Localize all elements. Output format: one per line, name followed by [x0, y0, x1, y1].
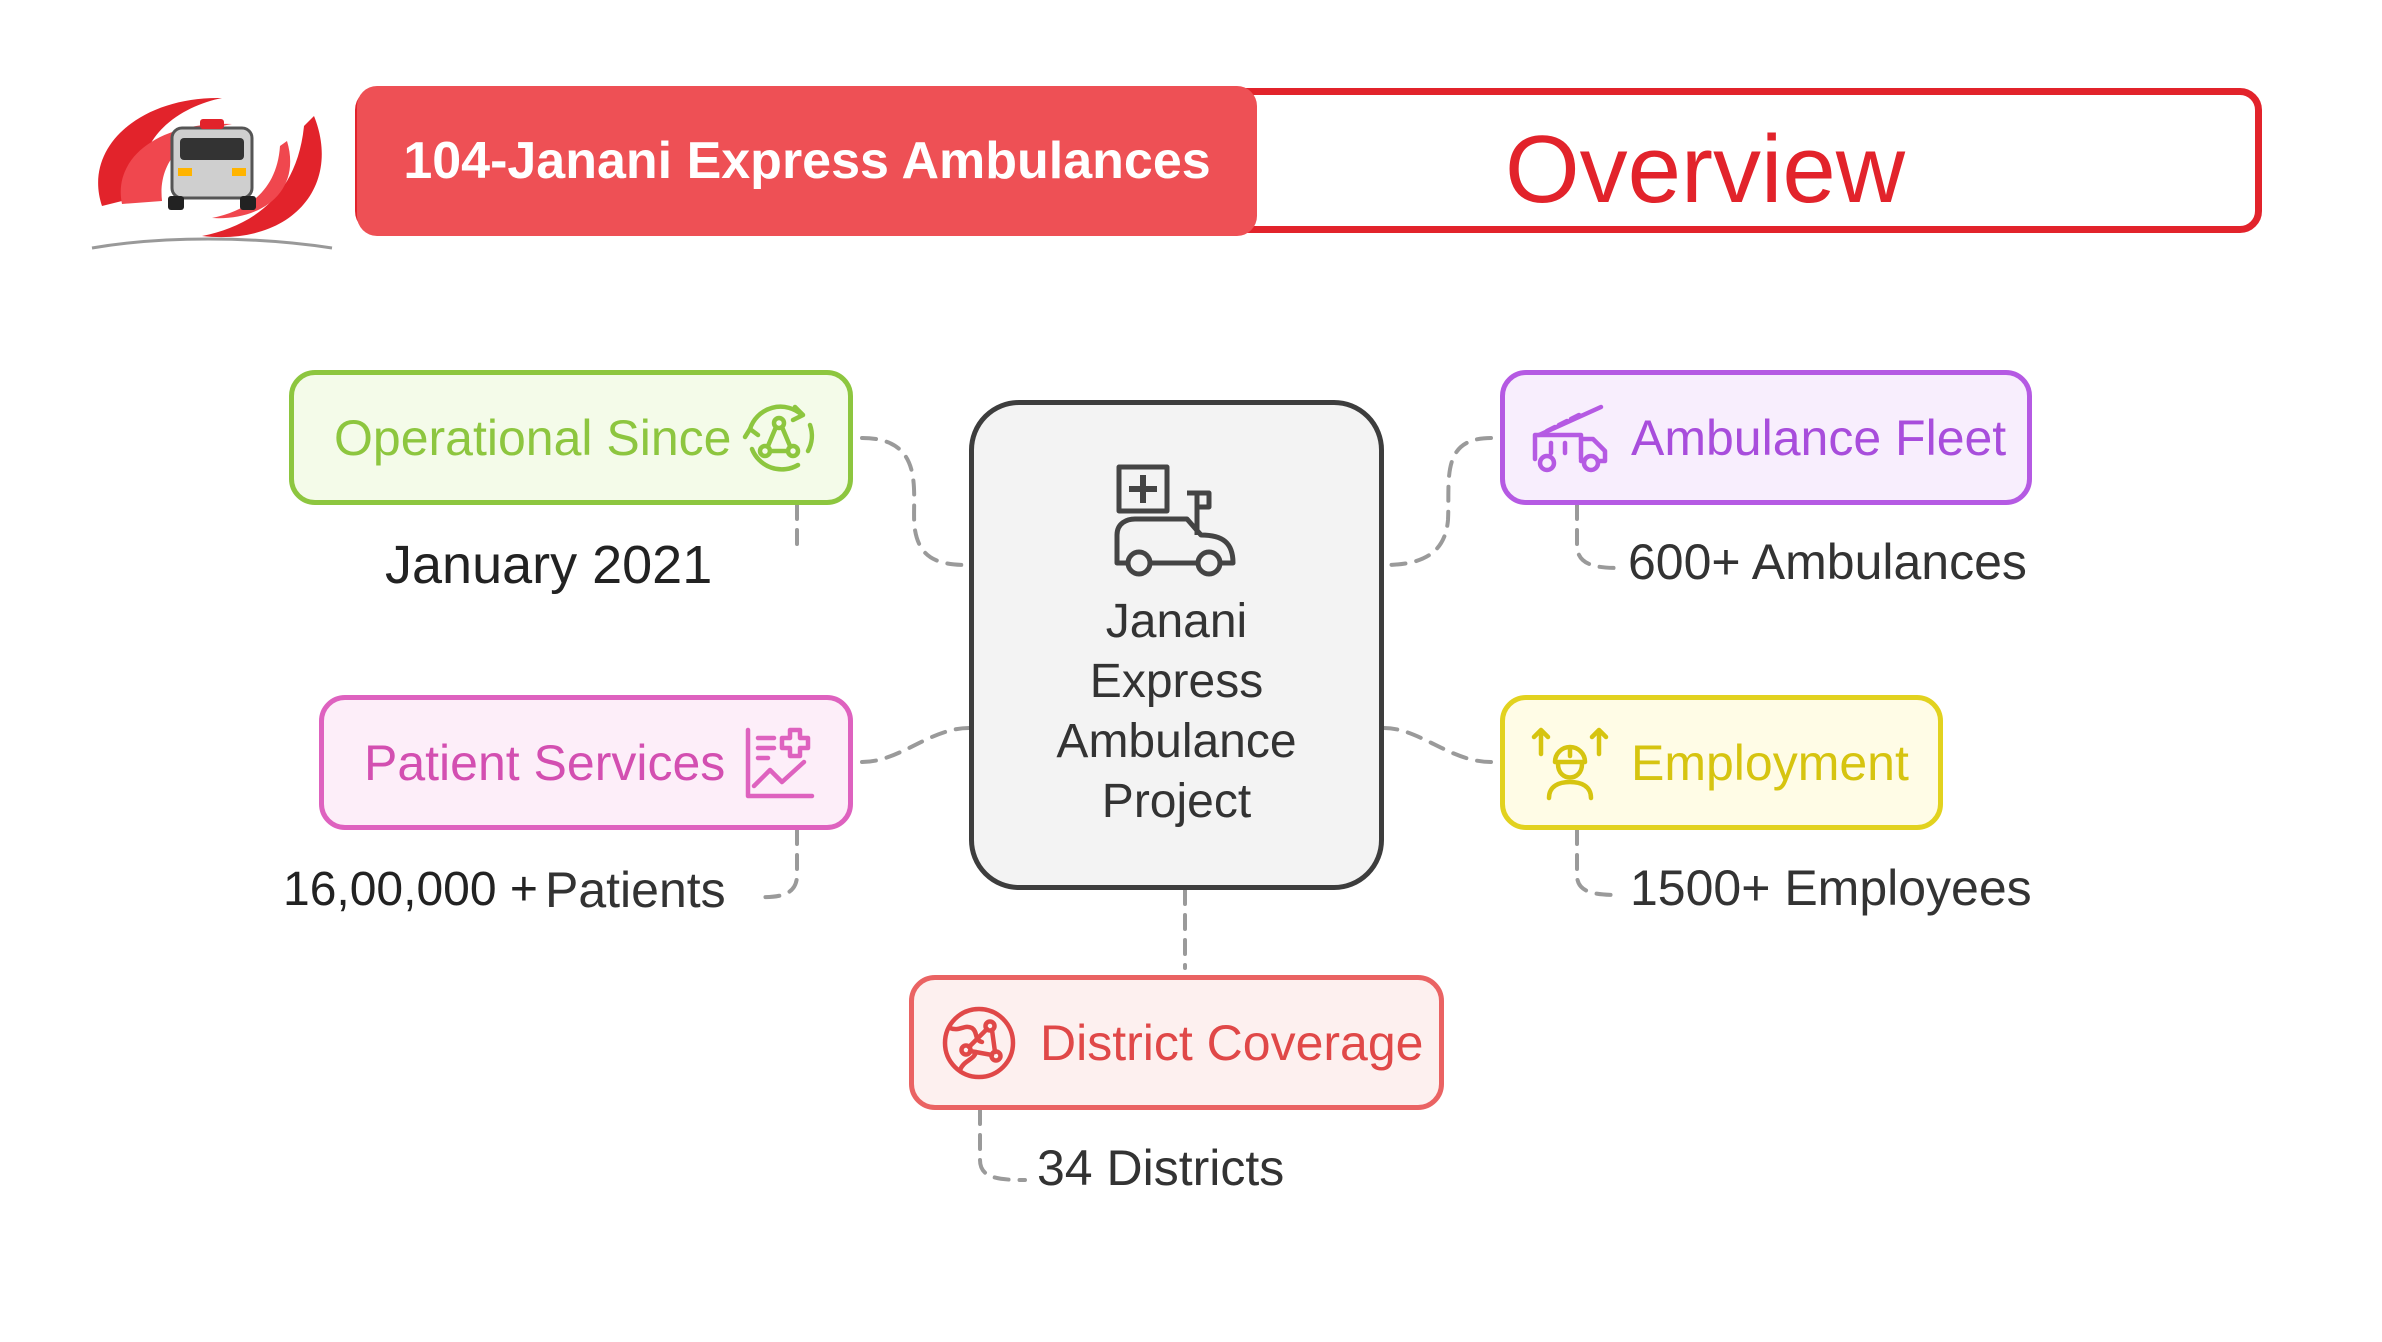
- value-district-coverage: 34 Districts: [1037, 1140, 1285, 1196]
- connector-operational: [860, 436, 971, 567]
- section-title: Overview: [1504, 116, 1906, 223]
- node-district-label: District Coverage: [1040, 1014, 1424, 1071]
- center-label: Janani Express Ambulance Project: [1056, 595, 1297, 828]
- node-patient-services: Patient Services: [319, 695, 853, 830]
- node-employment: Employment: [1500, 695, 1943, 830]
- connector-patient: [860, 726, 971, 764]
- connector-employment: [1382, 726, 1493, 764]
- node-operational-since: Operational Since: [289, 370, 853, 505]
- value-ambulance-fleet: 600+ Ambulances: [1628, 534, 2027, 590]
- node-patient-label: Patient Services: [364, 734, 726, 791]
- node-operational-label: Operational Since: [334, 409, 732, 466]
- leader-employment: [1575, 828, 1622, 897]
- ambulance-icon: [1114, 464, 1236, 577]
- fire-truck-icon: [1532, 404, 1608, 472]
- ambulance-logo-icon: [91, 97, 333, 250]
- center-node: [969, 400, 1384, 890]
- node-district-coverage: District Coverage: [909, 975, 1444, 1110]
- value-patient-unit: Patients: [545, 862, 726, 918]
- leader-patient: [753, 828, 799, 900]
- node-fleet-label: Ambulance Fleet: [1631, 409, 2007, 466]
- worker-icon: [1531, 727, 1609, 800]
- node-employment-label: Employment: [1631, 734, 1909, 791]
- recycle-network-icon: [742, 403, 815, 472]
- connector-fleet: [1382, 436, 1493, 567]
- medical-chart-icon: [745, 727, 815, 798]
- leader-fleet: [1575, 503, 1622, 570]
- value-employment: 1500+ Employees: [1630, 860, 2032, 916]
- node-ambulance-fleet: Ambulance Fleet: [1500, 370, 2032, 505]
- value-patient-count: 16,00,000 +: [283, 863, 538, 916]
- leader-district: [978, 1108, 1027, 1182]
- value-operational-since: January 2021: [385, 535, 713, 595]
- project-title: 104-Janani Express Ambulances: [357, 86, 1257, 236]
- globe-network-icon: [942, 1006, 1016, 1079]
